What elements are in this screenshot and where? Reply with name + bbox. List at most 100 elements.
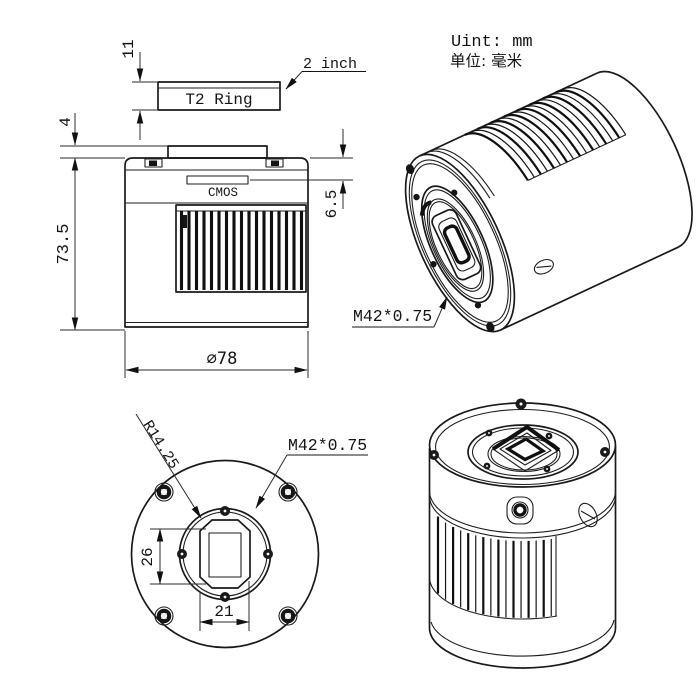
front-flange-rim xyxy=(404,153,516,333)
iso-mount-label: M42*0.75 xyxy=(353,307,432,326)
side-oval-screw xyxy=(578,502,598,528)
top-rim-screws xyxy=(429,398,610,473)
front-housing-screws xyxy=(154,482,298,626)
barrel-bottom-silhouette xyxy=(500,246,679,331)
sensor-plate-octagon xyxy=(199,519,251,589)
radius-label: R14.25 xyxy=(139,418,182,473)
top-sensor-dark-edge xyxy=(491,424,561,452)
top-sensor-mid xyxy=(499,432,552,466)
fin xyxy=(471,129,535,178)
front-view: R14.25 M42*0.75 26 21 xyxy=(130,413,368,649)
dim735-text: 73.5 xyxy=(55,224,74,265)
housing-screw xyxy=(278,482,298,502)
fin xyxy=(490,120,555,169)
right-clip-latch xyxy=(271,160,279,166)
dim11-text: 11 xyxy=(120,39,138,58)
dim78-text: ⌀78 xyxy=(207,349,238,369)
dim4-text: 4 xyxy=(57,117,75,127)
fin xyxy=(464,132,529,182)
fin xyxy=(555,89,621,139)
sensor-shadow-arc xyxy=(419,200,432,216)
fin xyxy=(503,114,569,163)
heatsink-fins xyxy=(179,211,304,290)
flange-shoulder-arc2 xyxy=(430,148,495,197)
bottom-rim-arc xyxy=(430,619,615,657)
mount-flange-plate xyxy=(167,145,268,159)
front-flange-face1 xyxy=(408,159,512,327)
flange-screw-4 xyxy=(451,189,458,196)
sensor-frame-mid xyxy=(438,217,476,272)
side-slot-screw xyxy=(533,258,554,275)
cmos-window xyxy=(186,175,249,185)
fin xyxy=(536,99,601,148)
side-view: T2 Ring 2 inch CMOS xyxy=(124,56,366,328)
opening-outer xyxy=(426,198,485,292)
front-mount-label: M42*0.75 xyxy=(288,436,367,455)
m42-ring-outer xyxy=(420,185,494,304)
housing-screw xyxy=(154,606,174,626)
bottom-edge-arc xyxy=(428,626,617,669)
fins-bottom-arc xyxy=(428,576,558,620)
flange-shoulder-arc1 xyxy=(426,150,491,199)
cmos-label: CMOS xyxy=(208,186,238,200)
dim26-text: 26 xyxy=(139,547,157,566)
housing-screw xyxy=(154,482,174,502)
t2-ring-outline xyxy=(157,81,281,111)
front-mount-leader xyxy=(255,454,288,509)
fin xyxy=(549,93,614,142)
top-opening-outer xyxy=(487,435,561,473)
iso-mount-leader xyxy=(433,296,448,328)
fin xyxy=(516,107,582,157)
barrel-back-face xyxy=(596,70,693,248)
rim-screw-bottom xyxy=(486,322,495,332)
sensor-rectangle xyxy=(208,532,242,578)
body-front-circle xyxy=(130,459,320,649)
right-clip xyxy=(265,158,284,168)
front-screw-recess xyxy=(506,496,534,525)
sensor-frame-outer xyxy=(431,208,482,281)
fin xyxy=(484,123,549,172)
fin xyxy=(497,117,562,166)
flange-screw-1 xyxy=(413,193,420,201)
side-slot-screw-slot xyxy=(536,265,552,269)
fin xyxy=(523,105,588,154)
top-sensor-chip xyxy=(504,437,547,462)
sensor-chip xyxy=(442,224,471,265)
fin-band-edge-line xyxy=(527,134,627,181)
housing-screw xyxy=(278,606,298,626)
fin xyxy=(510,111,575,160)
fin xyxy=(529,101,595,151)
iso-view-front: M42*0.75 xyxy=(352,70,693,333)
iso-top-heatsink-fins xyxy=(436,516,552,618)
front-screw-ring xyxy=(513,503,527,517)
left-clip xyxy=(144,158,163,168)
rim-screw-top xyxy=(405,164,415,174)
radius-leader xyxy=(135,413,202,519)
units-note: Uint: mm 单位: 毫米 xyxy=(450,33,533,70)
heatsink-block xyxy=(175,204,307,293)
top-mount-flange-outer xyxy=(467,424,579,480)
iso-front-heatsink-fins xyxy=(464,87,627,182)
cap-band-arc2 xyxy=(428,494,617,539)
m42-mount-ring-inner xyxy=(182,511,268,597)
fin xyxy=(477,126,542,175)
two-inch-leader xyxy=(285,71,303,90)
camera-body-outline xyxy=(124,157,309,328)
iso-front-camera xyxy=(404,70,693,333)
flange-screw-2 xyxy=(430,260,437,268)
heatsink-shadow-notch xyxy=(181,215,187,228)
side-view-dimensions: 11 4 73.5 6.5 ⌀78 xyxy=(55,39,353,378)
m42-ring-inner xyxy=(423,189,491,300)
top-face-rim-inner xyxy=(434,408,611,486)
fin xyxy=(562,87,627,136)
unit-note-zh: 单位: 毫米 xyxy=(450,51,522,70)
dim21-text: 21 xyxy=(214,603,233,621)
iso-view-top xyxy=(428,398,617,669)
unit-note-en: Uint: mm xyxy=(451,33,533,52)
mount-ring-screws xyxy=(177,506,273,602)
two-inch-label: 2 inch xyxy=(303,56,357,73)
flange-screw-3 xyxy=(474,302,482,309)
t2-ring-label: T2 Ring xyxy=(185,91,252,109)
